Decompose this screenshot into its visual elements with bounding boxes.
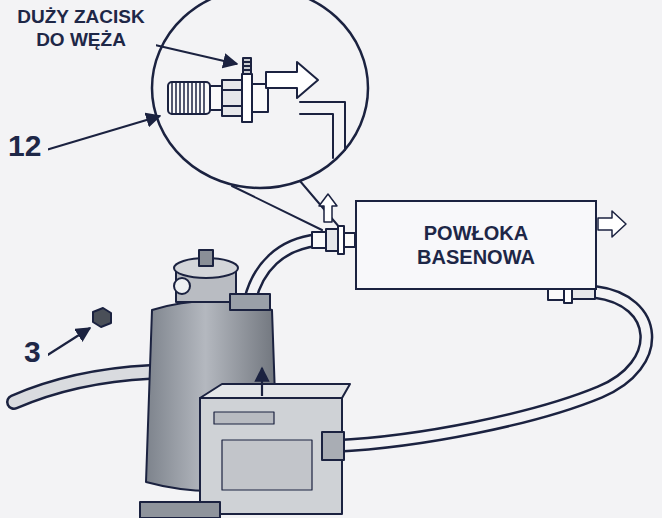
pool-wall-box: POWŁOKA BASENOWA <box>355 200 597 290</box>
box-label: POWŁOKA BASENOWA <box>414 221 539 269</box>
callout-number: 3 <box>24 334 48 370</box>
callout-number: 12 <box>8 128 48 164</box>
part-label: DUŻY ZACISK DO WĘŻA <box>6 6 156 52</box>
